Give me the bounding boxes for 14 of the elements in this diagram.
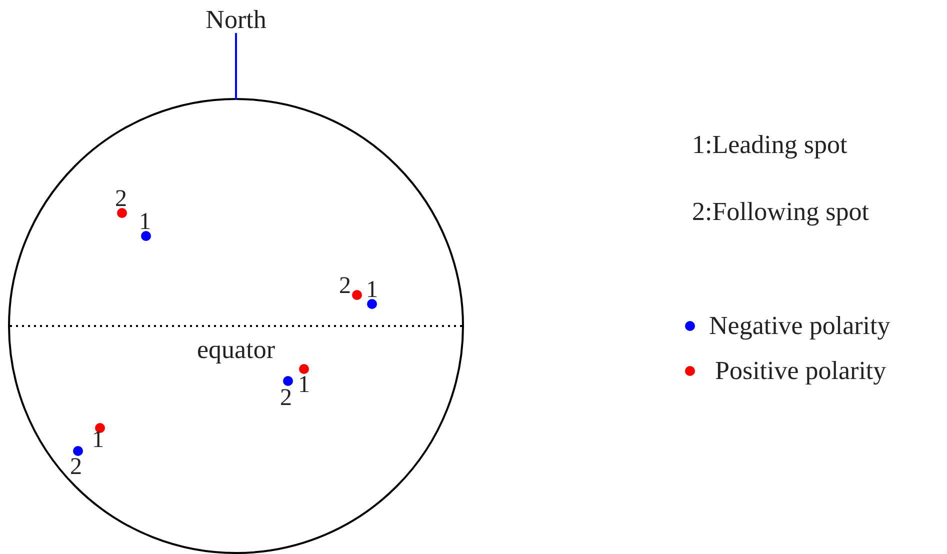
spot-number: 2 [115,187,127,211]
spot-number: 1 [139,210,151,234]
spot-number: 2 [280,386,292,410]
spot-number: 1 [92,428,104,452]
spot-number: 1 [366,278,378,302]
legend-label: Positive polarity [715,358,886,384]
spot-number: 2 [339,274,351,298]
key-text: 2:Following spot [692,199,869,225]
north-label: North [206,7,266,33]
spot-number: 2 [70,455,82,479]
key-text: 1:Leading spot [692,132,848,158]
spot-number: 1 [298,373,310,397]
equator-label: equator [197,337,275,363]
legend-label: Negative polarity [709,313,890,339]
